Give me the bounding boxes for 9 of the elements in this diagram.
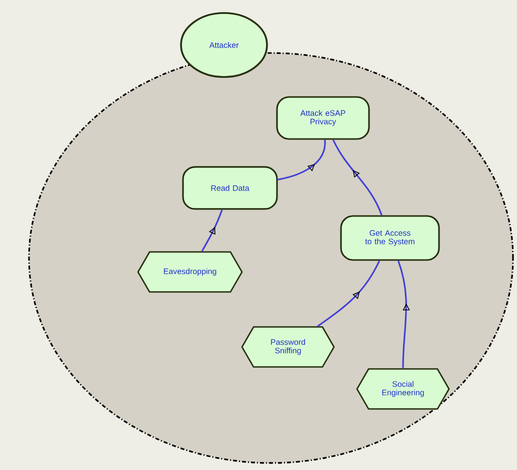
- arrow: [201, 210, 223, 252]
- arrow: [317, 260, 380, 327]
- task-hexagon: Eavesdropping: [137, 251, 243, 293]
- goal-box: Attack eSAP Privacy: [276, 96, 370, 140]
- arrow: [332, 139, 382, 216]
- arrow: [278, 140, 326, 180]
- goal-box: Get Access to the System: [340, 215, 440, 261]
- goal-box: Read Data: [182, 166, 278, 210]
- arrow: [398, 260, 410, 368]
